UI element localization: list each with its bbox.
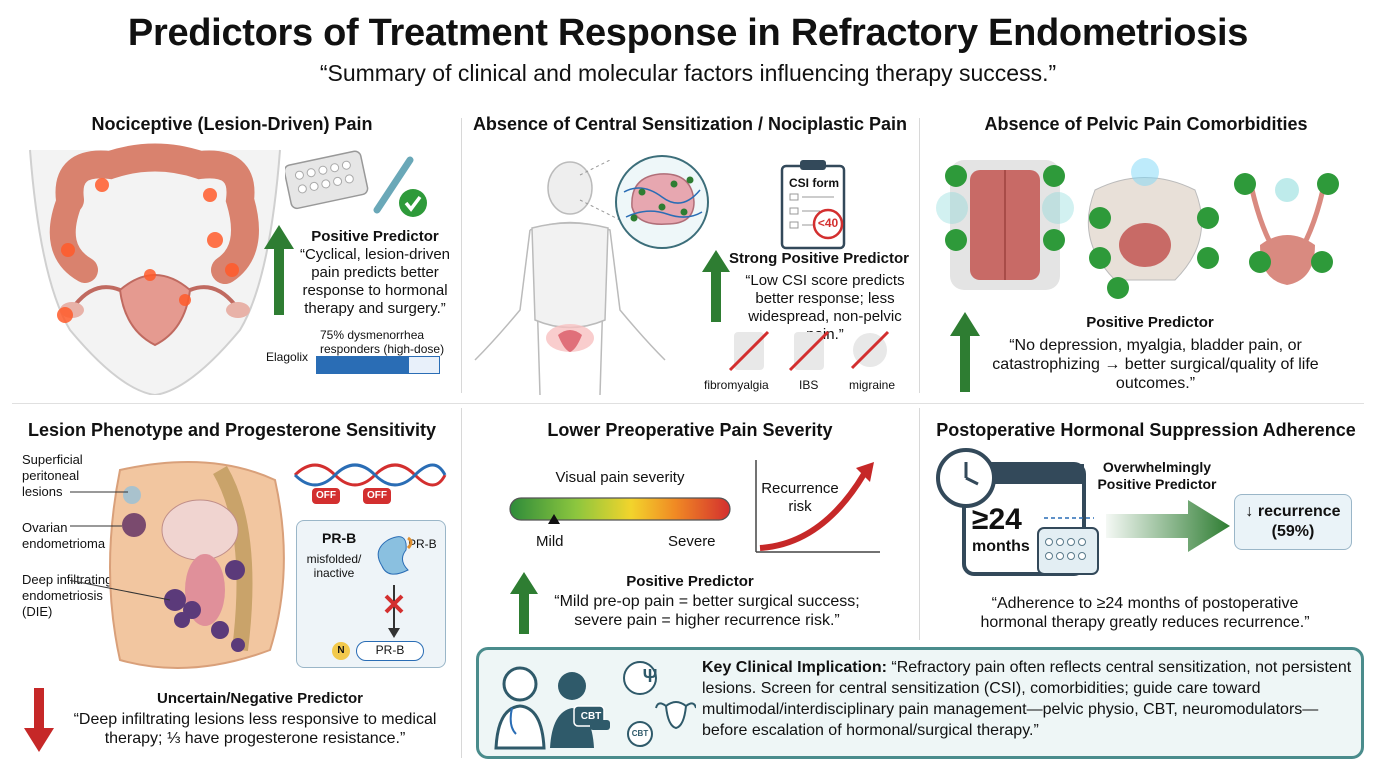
panel-title-comorbidities: Absence of Pelvic Pain Comorbidities (984, 114, 1308, 134)
excluded-conditions-icons (728, 330, 890, 372)
divider (461, 408, 462, 758)
pain-severity-scale (509, 497, 731, 524)
pelvic-anatomy-illustration (29, 143, 281, 395)
green-up-arrow-icon (264, 225, 294, 315)
panel-title-preop: Lower Preoperative Pain Severity (547, 420, 833, 440)
off-label-2: OFF (367, 490, 387, 501)
green-up-arrow-icon (702, 250, 730, 322)
clinical-implication-text: Key Clinical Implication: “Refractory pa… (702, 657, 1354, 741)
body-figure-illustration (474, 160, 666, 395)
predictor-quote: “Cyclical, lesion-driven pain predicts b… (299, 246, 451, 317)
recurrence-risk-chart (755, 460, 880, 553)
result-line-1: ↓ recurrence (1245, 503, 1341, 520)
result-box (1234, 494, 1352, 550)
scale-mild: Mild (536, 533, 564, 550)
comorbidity-illustrations (936, 158, 1328, 290)
predictor-label: Overwhelmingly Positive Predictor (1097, 459, 1217, 492)
scalpel-icon (373, 156, 414, 214)
csi-form-score: <40 (817, 216, 839, 230)
misfolded-receptor-illustration (377, 536, 413, 638)
predictor-quote: “Adherence to ≥24 months of postoperativ… (980, 595, 1310, 631)
label-superficial: Superficial peritoneal lesions (22, 452, 83, 499)
predictor-label: Positive Predictor (626, 573, 754, 590)
divider (461, 118, 462, 393)
implication-body: “Refractory pain often reflects central … (702, 659, 1352, 739)
prb-label-1: PR-B (408, 537, 437, 551)
n-terminal-badge: N (332, 642, 350, 660)
panel-title-central: Absence of Central Sensitization / Nocip… (472, 114, 908, 134)
label-deep: Deep infiltrating endometriosis (DIE) (22, 572, 113, 619)
clipboard-icon (780, 160, 846, 250)
page-title: Predictors of Treatment Response in Refr… (127, 12, 1249, 54)
condition-migraine: migraine (849, 378, 896, 392)
panel-title-phenotype: Lesion Phenotype and Progesterone Sensit… (27, 420, 437, 440)
prb-label-2: PR-B (356, 641, 424, 661)
result-line-2: (59%) (1271, 523, 1315, 540)
predictor-label: Uncertain/Negative Predictor (157, 690, 363, 707)
prb-title: PR-B (322, 530, 357, 546)
implication-label: Key Clinical Implication: (702, 659, 887, 676)
csi-form-title: CSI form (788, 176, 839, 190)
predictor-quote: “Mild pre-op pain = better surgical succ… (554, 593, 860, 629)
page-subtitle: “Summary of clinical and molecular facto… (319, 60, 1057, 86)
condition-fibromyalgia: fibromyalgia (704, 378, 769, 392)
red-down-arrow-icon (24, 688, 54, 752)
green-up-arrow-icon (510, 572, 538, 634)
pill-pack-icon (285, 150, 427, 217)
scale-severe: Severe (668, 533, 716, 550)
check-icons (945, 165, 1339, 299)
divider (919, 118, 920, 393)
predictor-label: Strong Positive Predictor (728, 250, 910, 267)
psychology-icon: Ψ (642, 666, 658, 686)
cbt-badge-2: CBT (631, 729, 649, 738)
response-bar (316, 356, 440, 374)
clinical-implication-box (476, 647, 1364, 759)
label-ovarian: Ovarian endometrioma (22, 520, 106, 551)
bar-drug-label: Elagolix (266, 350, 309, 364)
prb-state: misfolded/ inactive (306, 552, 362, 580)
brain-network-icon (615, 155, 709, 249)
bar-caption: 75% dysmenorrhea responders (high-dose) (320, 328, 445, 356)
pelvis-sagittal-illustration (70, 461, 285, 669)
calendar-clock-icon (936, 448, 1099, 576)
predictor-quote: “No depression, myalgia, bladder pain, o… (992, 337, 1319, 392)
divider (12, 403, 1364, 404)
cbt-badge-1: CBT (580, 711, 602, 722)
panel-title-nociceptive: Nociceptive (Lesion-Driven) Pain (91, 114, 373, 134)
divider (919, 408, 920, 640)
panel-title-adherence: Postoperative Hormonal Suppression Adher… (936, 420, 1356, 440)
predictor-label: Positive Predictor (311, 228, 439, 245)
condition-ibs: IBS (799, 378, 819, 392)
green-right-arrow-icon (1106, 500, 1230, 552)
recurrence-label: Recurrence risk (761, 480, 839, 515)
off-label-1: OFF (316, 490, 336, 501)
predictor-quote: “Deep infiltrating lesions less responsi… (73, 711, 437, 747)
predictor-label: Positive Predictor (1086, 314, 1214, 331)
months-unit: months (972, 538, 1030, 555)
check-icon (399, 189, 427, 217)
green-up-arrow-icon (950, 312, 980, 392)
scale-title: Visual pain severity (555, 469, 685, 486)
months-value: ≥24 (972, 503, 1022, 536)
care-team-illustration (494, 661, 696, 750)
response-bar-fill (317, 357, 409, 373)
dna-off-illustration (293, 463, 447, 504)
